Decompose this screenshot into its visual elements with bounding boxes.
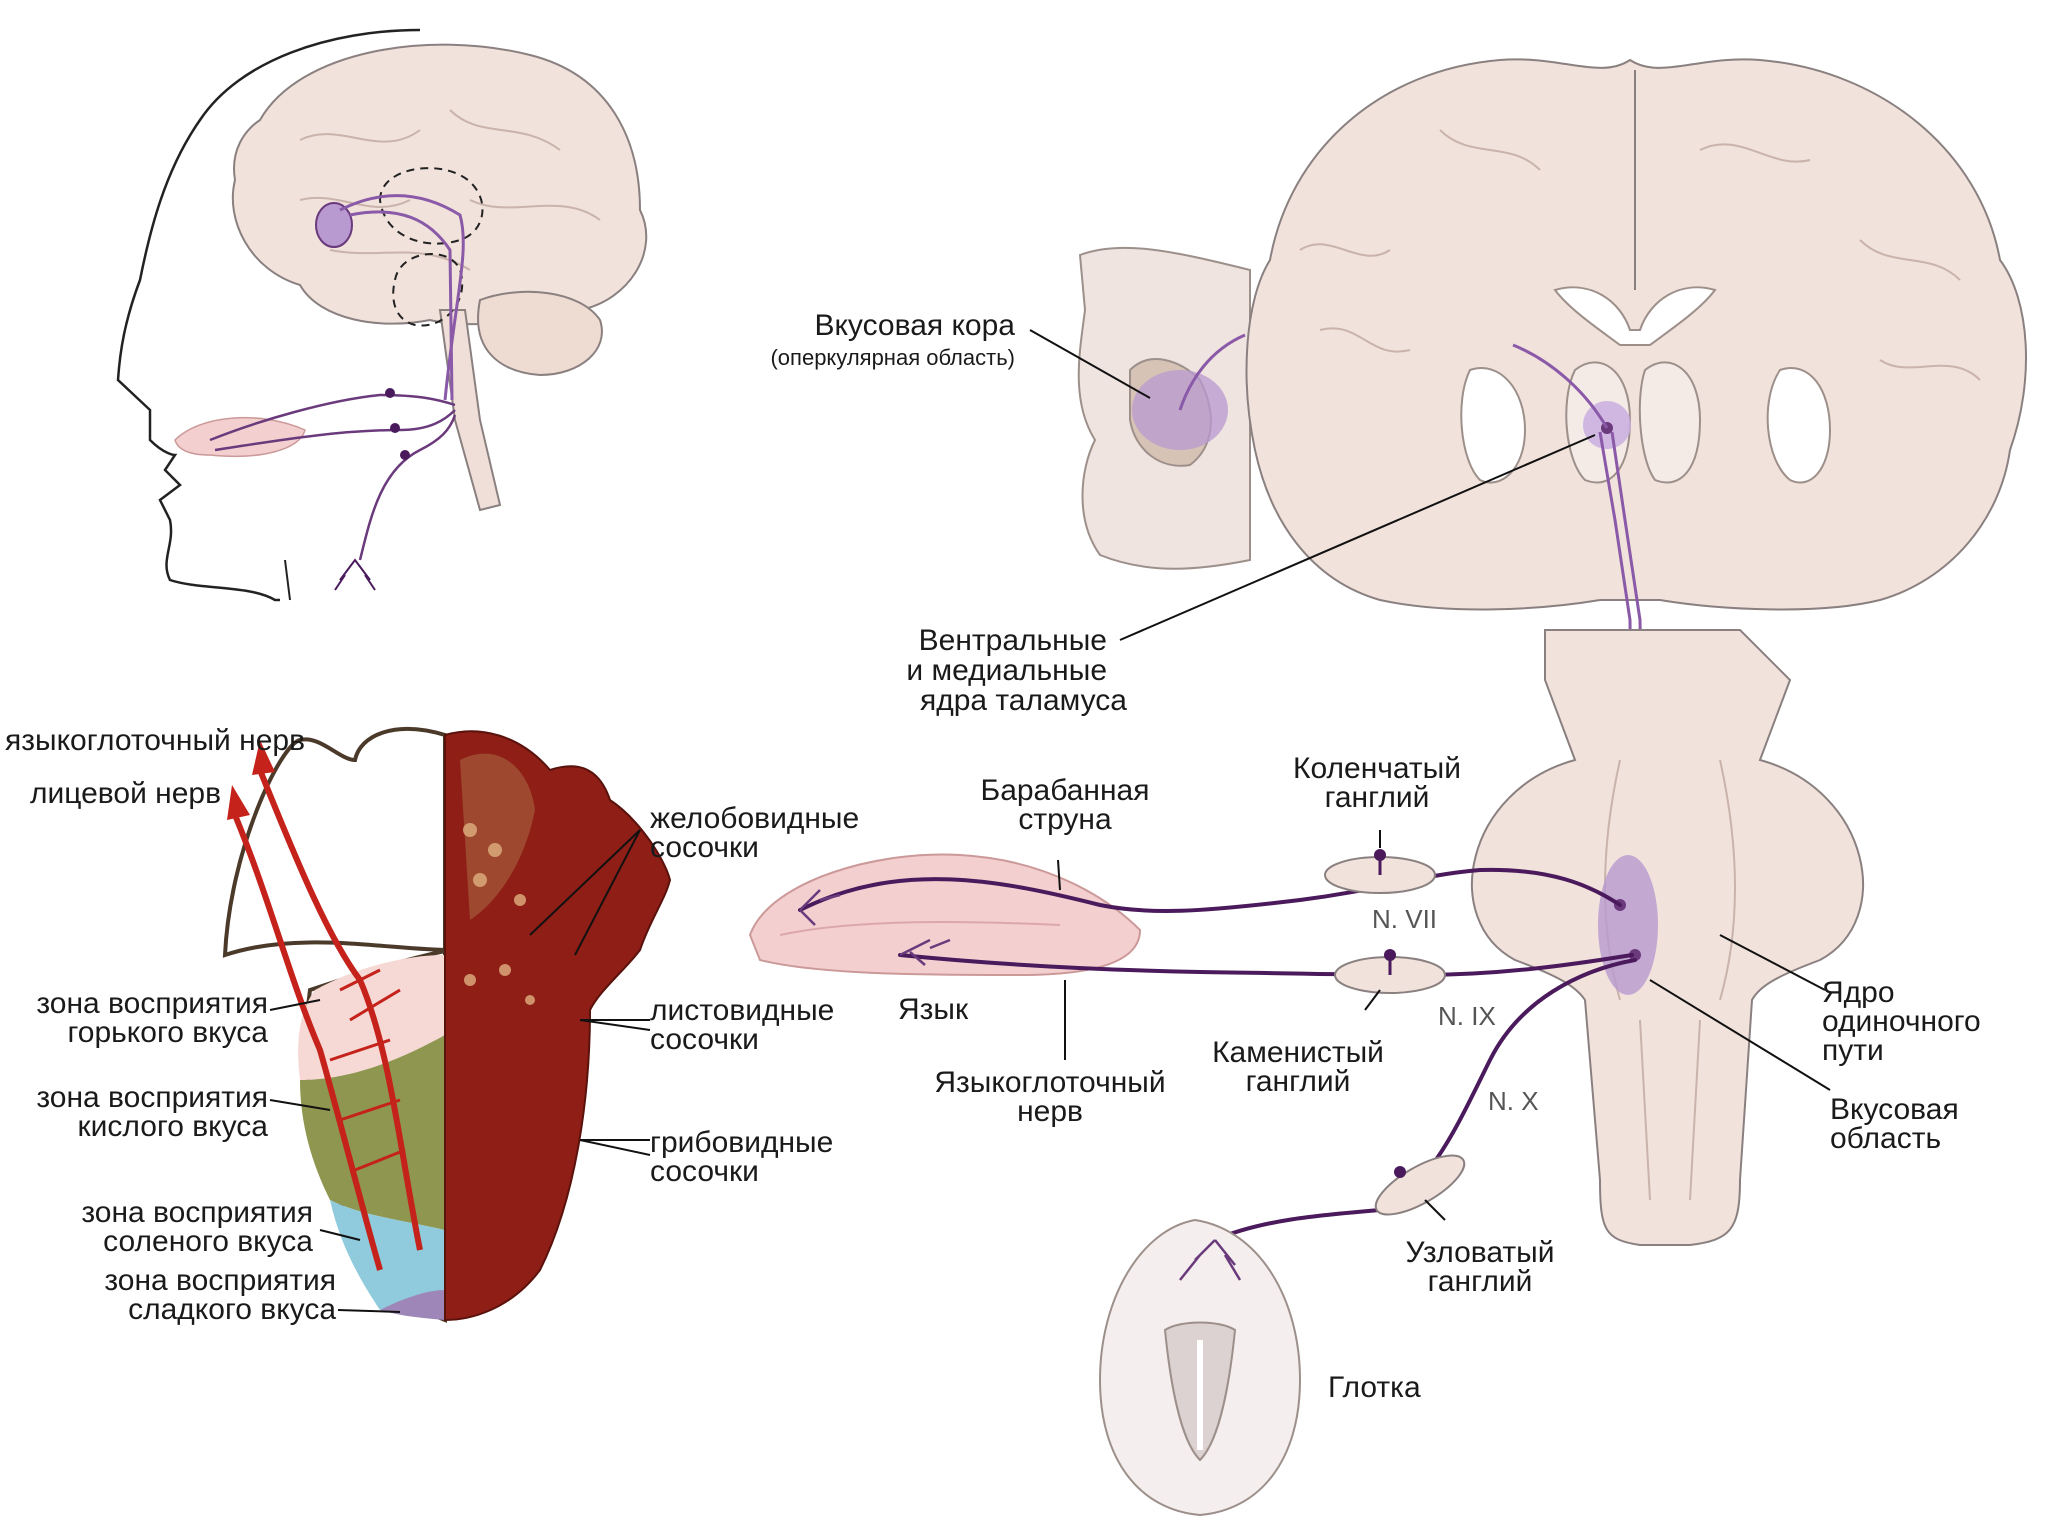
label-foliate-1: листовидные	[650, 994, 834, 1027]
label-n10: N. X	[1488, 1086, 1539, 1116]
label-solitary-1: Ядро	[1822, 976, 1895, 1009]
label-sweet-2: сладкого вкуса	[128, 1293, 336, 1326]
label-glossopharyngeal-nerve-red: языкоглоточный нерв	[5, 724, 305, 757]
brain-sagittal	[231, 43, 648, 326]
label-nodose-2: ганглий	[1428, 1265, 1533, 1298]
label-fungiform-1: грибовидные	[650, 1126, 833, 1159]
label-pharynx: Глотка	[1328, 1371, 1421, 1404]
label-thalamus-1: Вентральные	[919, 624, 1107, 657]
labels: Вкусовая кора (оперкулярная область) Вен…	[5, 309, 1981, 1404]
label-chorda-2: струна	[1018, 803, 1112, 836]
label-sweet-1: зона восприятия	[104, 1264, 336, 1297]
label-salty-2: соленого вкуса	[103, 1225, 313, 1258]
tongue-middle	[748, 853, 1142, 977]
label-taste-area-2: область	[1830, 1122, 1941, 1155]
label-thalamus-3: ядра таламуса	[920, 684, 1127, 717]
label-solitary-3: пути	[1822, 1034, 1884, 1067]
nodose-ganglion	[1374, 1154, 1466, 1216]
label-n7: N. VII	[1372, 904, 1437, 934]
solitary-nucleus-area	[1598, 855, 1658, 995]
label-sour-1: зона восприятия	[36, 1081, 268, 1114]
label-taste-area-1: Вкусовая	[1830, 1093, 1959, 1126]
label-geniculate-1: Коленчатый	[1293, 752, 1461, 785]
label-solitary-2: одиночного	[1822, 1005, 1981, 1038]
label-vallate-2: сосочки	[650, 831, 759, 864]
label-nodose-1: Узловатый	[1405, 1236, 1554, 1269]
head-profile-outline	[116, 28, 421, 602]
label-geniculate-2: ганглий	[1325, 781, 1430, 814]
cerebellum	[477, 290, 603, 377]
lateral-ventricles	[1553, 286, 1717, 346]
label-thalamus-2: и медиальные	[906, 654, 1107, 687]
label-foliate-2: сосочки	[650, 1023, 759, 1056]
coronal-brain-section	[1077, 58, 2027, 901]
label-bitter-2: горького вкуса	[68, 1016, 269, 1049]
head-sagittal-illustration	[116, 28, 648, 602]
label-taste-cortex: Вкусовая кора	[814, 309, 1015, 342]
insula-taste-cortex-spot	[315, 202, 353, 248]
label-salty-1: зона восприятия	[81, 1196, 313, 1229]
label-glosso-2: нерв	[1017, 1095, 1083, 1128]
label-petrosal-1: Каменистый	[1212, 1036, 1384, 1069]
label-petrosal-2: ганглий	[1246, 1065, 1351, 1098]
facial-nerve-red	[232, 813, 383, 1271]
brainstem-outline	[1471, 629, 1864, 1246]
label-taste-cortex-sub: (оперкулярная область)	[770, 345, 1015, 370]
label-tongue: Язык	[898, 993, 969, 1026]
brainstem	[1471, 629, 1864, 1246]
label-bitter-1: зона восприятия	[36, 987, 268, 1020]
label-n9: N. IX	[1438, 1001, 1496, 1031]
peripheral-nerves	[748, 849, 1637, 1517]
tongue-small	[174, 416, 306, 458]
label-sour-2: кислого вкуса	[78, 1110, 269, 1143]
leader-lines	[269, 329, 1831, 1313]
brainstem-sagittal	[438, 309, 502, 512]
label-chorda-1: Барабанная	[981, 774, 1150, 807]
label-glosso-1: Языкоглоточный	[934, 1066, 1165, 1099]
label-facial-nerve-red: лицевой нерв	[30, 777, 221, 810]
label-fungiform-2: сосочки	[650, 1155, 759, 1188]
label-vallate-1: желобовидные	[650, 802, 859, 835]
